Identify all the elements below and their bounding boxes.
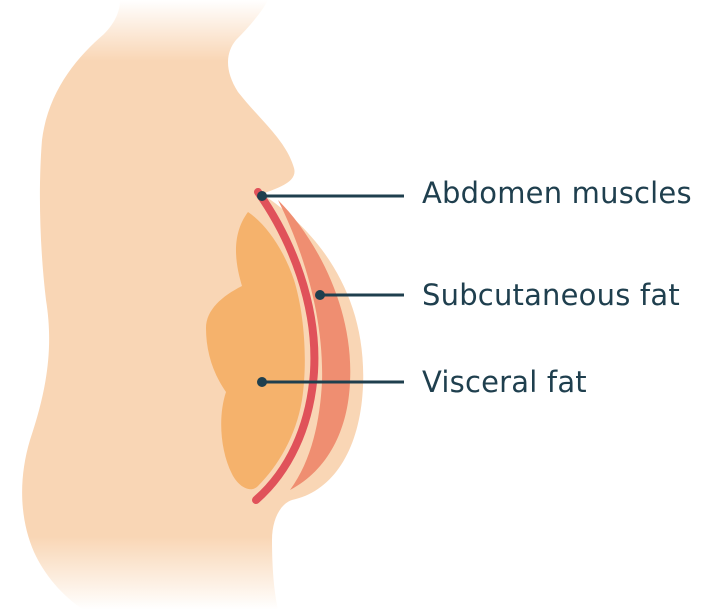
label-abdomen-muscles: Abdomen muscles: [422, 176, 692, 210]
leader-abdomen-muscles: [257, 191, 404, 201]
label-subcutaneous-fat: Subcutaneous fat: [422, 278, 680, 312]
label-visceral-fat: Visceral fat: [422, 365, 587, 399]
